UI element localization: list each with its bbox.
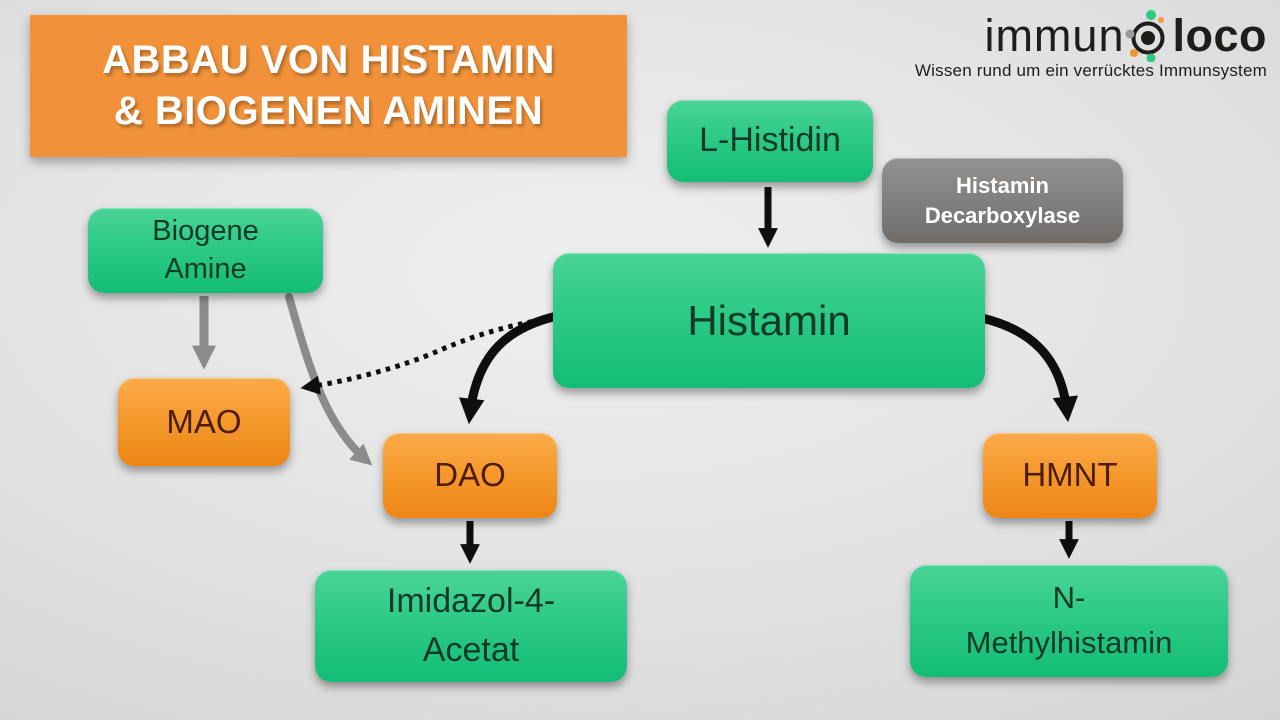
node-biogene-amine: Biogene Amine [88, 208, 323, 293]
node-l-histidin: L-Histidin [667, 100, 873, 182]
logo: immun loco Wissen rund um ein verrücktes… [907, 10, 1267, 81]
node-dao-label: DAO [434, 456, 506, 494]
node-dao: DAO [383, 433, 557, 518]
node-biogene-amine-line1: Biogene [152, 215, 259, 248]
node-n-methylhistamin-line1: N- [1052, 580, 1086, 616]
arrow-histamin-to-mao-dotted [300, 315, 553, 395]
node-n-methylhistamin: N- Methylhistamin [910, 565, 1228, 677]
cell-icon [1125, 10, 1165, 62]
node-n-methylhistamin-line2: Methylhistamin [965, 625, 1173, 660]
node-hmnt: HMNT [983, 433, 1157, 518]
node-l-histidin-label: L-Histidin [699, 121, 841, 160]
logo-tagline: Wissen rund um ein verrücktes Immunsyste… [914, 61, 1267, 80]
node-imidazol-4-acetat-line2: Acetat [422, 631, 520, 669]
title-banner: ABBAU VON HISTAMIN & BIOGENEN AMINEN [30, 15, 627, 157]
logo-text-loco: loco [1172, 10, 1267, 61]
node-biogene-amine-line2: Amine [164, 252, 247, 285]
node-mao-label: MAO [166, 402, 242, 440]
node-histamin-label: Histamin [687, 296, 851, 344]
arrow-histamin-to-dao [459, 311, 562, 425]
node-imidazol-4-acetat: Imidazol-4- Acetat [315, 570, 627, 682]
node-histamin: Histamin [553, 253, 985, 388]
arrow-biogene-to-dao [285, 293, 373, 466]
arrow-histamin-to-hmnt [977, 313, 1079, 423]
node-histamin-decarboxylase-line2: Decarboxylase [924, 202, 1081, 228]
node-imidazol-4-acetat-line1: Imidazol-4- [386, 581, 556, 620]
title-line1: ABBAU VON HISTAMIN [102, 37, 555, 82]
node-histamin-decarboxylase-line1: Histamin [956, 172, 1049, 198]
title-line2: & BIOGENEN AMINEN [113, 89, 544, 133]
node-histamin-decarboxylase: Histamin Decarboxylase [882, 158, 1123, 243]
node-hmnt-label: HMNT [1022, 456, 1118, 494]
node-mao: MAO [118, 378, 290, 466]
logo-brand: immun loco [984, 10, 1267, 62]
logo-text-immun: immun [984, 10, 1125, 61]
